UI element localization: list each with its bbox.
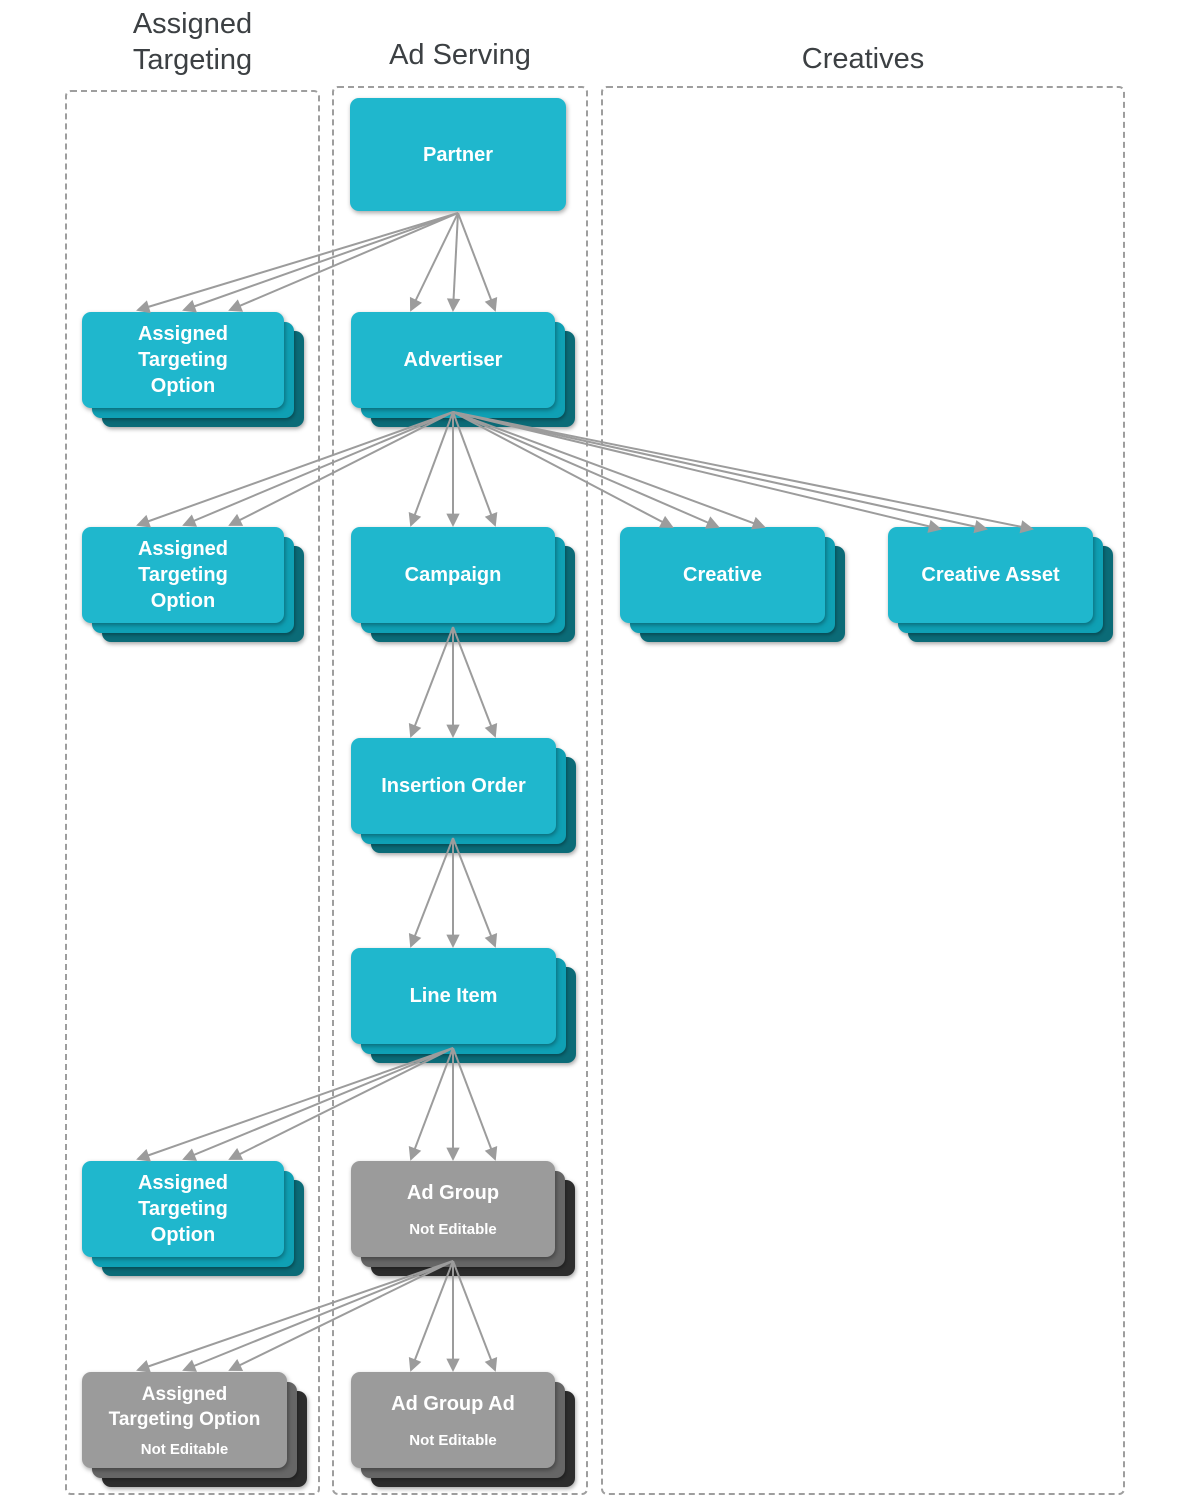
node-creative-label: Creative bbox=[683, 564, 762, 586]
node-ad-group-ad-subtitle: Not Editable bbox=[409, 1431, 497, 1449]
node-ad-group-label: Ad Group bbox=[406, 1181, 500, 1204]
column-title: Creatives bbox=[801, 43, 925, 75]
node-campaign-label: Campaign bbox=[404, 564, 502, 586]
node-partner-label: Partner bbox=[422, 143, 494, 166]
node-line-item-label: Line Item bbox=[409, 985, 498, 1007]
column-ad-serving bbox=[332, 86, 588, 1495]
node-subtitle: Not Editable bbox=[140, 1440, 229, 1458]
column-header-ad-serving: Ad Serving bbox=[332, 37, 588, 73]
node-insertion-order: Insertion Order bbox=[351, 738, 576, 853]
node-assigned-targeting-option-advertiser-level: Assigned Targeting Option bbox=[82, 527, 304, 642]
column-assigned-targeting bbox=[65, 90, 320, 1495]
node-label: Assigned Targeting Option bbox=[108, 1383, 261, 1430]
node-label: Assigned Targeting Option bbox=[137, 323, 229, 397]
node-creative: Creative bbox=[620, 527, 845, 642]
column-creatives bbox=[601, 86, 1125, 1495]
node-ad-group-subtitle: Not Editable bbox=[409, 1220, 497, 1238]
column-header-assigned-targeting: Assigned Targeting bbox=[65, 6, 320, 78]
node-partner: Partner bbox=[350, 98, 566, 211]
node-label: Assigned Targeting Option bbox=[137, 1172, 229, 1246]
node-advertiser-label: Advertiser bbox=[403, 349, 503, 371]
node-creative-asset-label: Creative Asset bbox=[921, 564, 1060, 586]
node-ad-group-ad: Ad Group Ad Not Editable bbox=[351, 1372, 575, 1487]
node-ad-group: Ad Group Not Editable bbox=[351, 1161, 575, 1276]
node-line-item: Line Item bbox=[351, 948, 576, 1063]
column-title: Ad Serving bbox=[389, 39, 531, 71]
node-assigned-targeting-option-partner-level: Assigned Targeting Option bbox=[82, 312, 304, 427]
node-ad-group-ad-label: Ad Group Ad bbox=[391, 1392, 515, 1415]
node-campaign: Campaign bbox=[351, 527, 575, 642]
node-insertion-order-label: Insertion Order bbox=[381, 775, 526, 797]
node-assigned-targeting-option-line-item-level: Assigned Targeting Option bbox=[82, 1161, 304, 1276]
column-header-creatives: Creatives bbox=[601, 41, 1125, 77]
node-assigned-targeting-option-ad-group-level: Assigned Targeting Option Not Editable bbox=[82, 1372, 307, 1487]
node-creative-asset: Creative Asset bbox=[888, 527, 1113, 642]
column-title: Assigned Targeting bbox=[132, 8, 253, 76]
node-advertiser: Advertiser bbox=[351, 312, 575, 427]
node-label: Assigned Targeting Option bbox=[137, 538, 229, 612]
